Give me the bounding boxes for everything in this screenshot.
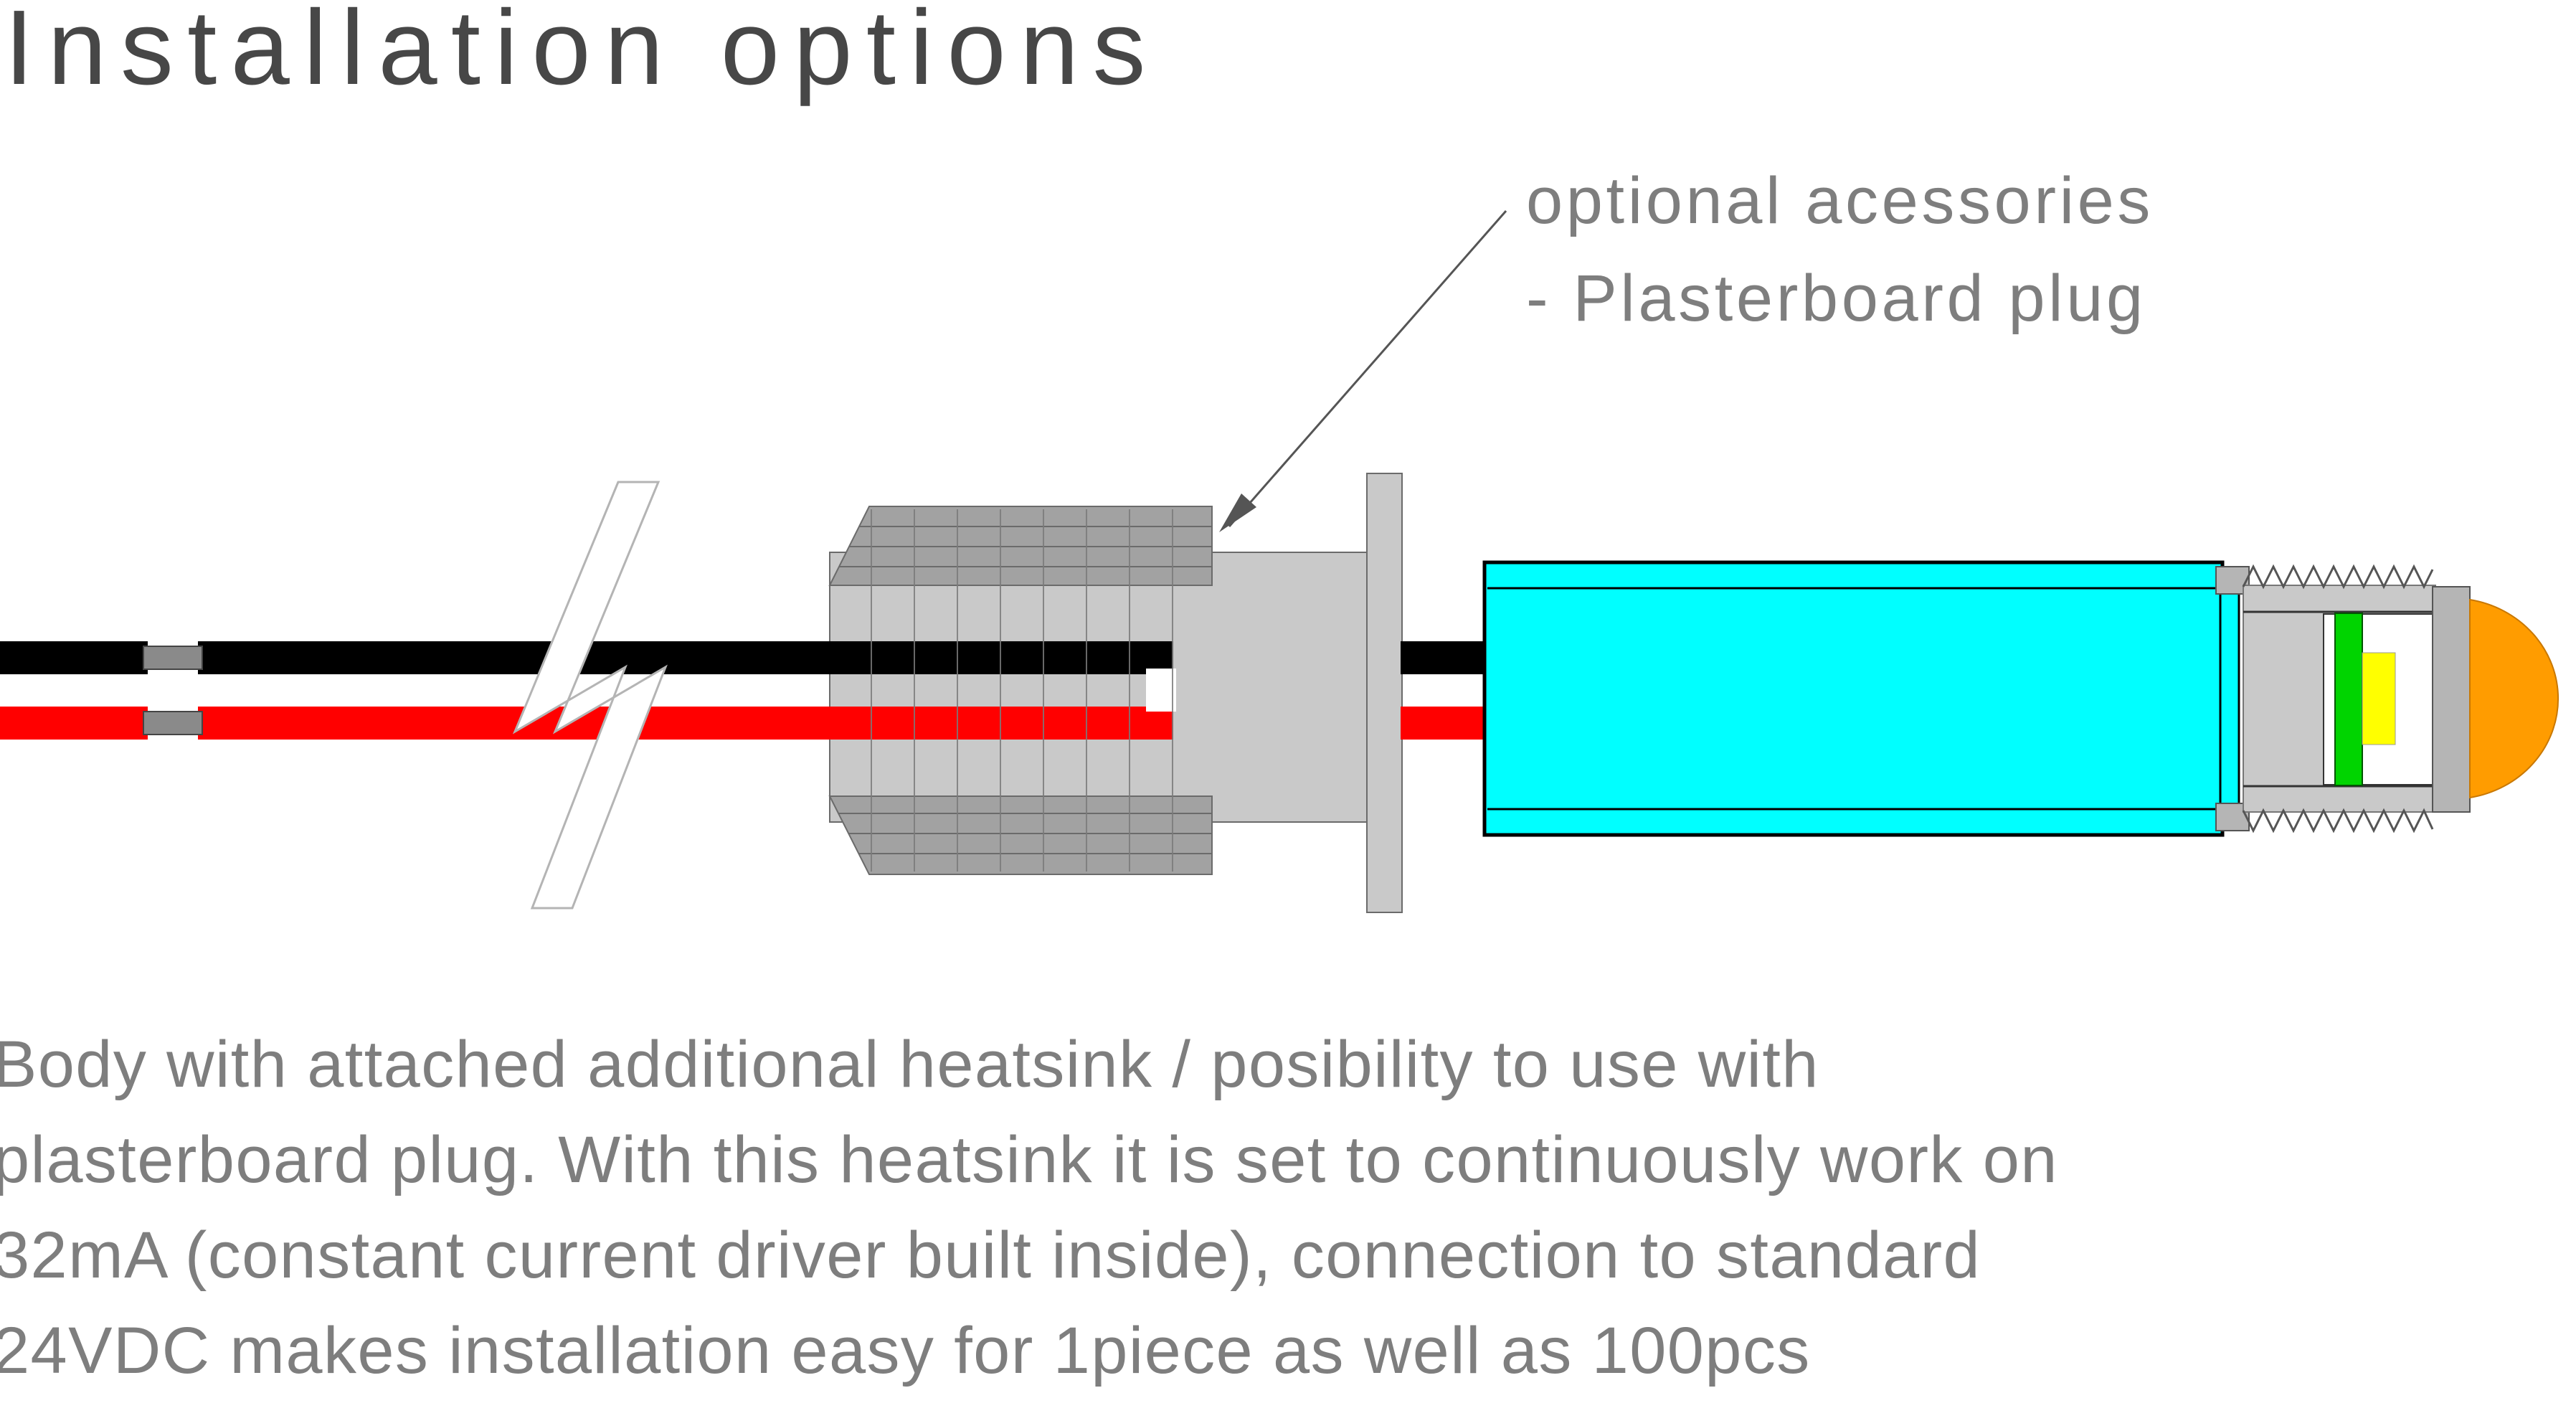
description-text: Body with attached additional heatsink /… [0,1017,2058,1399]
red-wire-crimp [143,711,203,735]
red-wire-segment [0,707,148,740]
black-wire-stub [1401,641,1488,674]
description-line: 32mA (constant current driver built insi… [0,1219,1981,1292]
annotation-optional-accessories: optional acessories - Plasterboard plug [1526,152,2154,347]
red-wire [198,707,1173,740]
annotation-line-1: optional acessories [1526,164,2154,237]
led-yellow-element [2362,652,2396,745]
plug-rib-lines [871,509,1173,872]
description-line: plasterboard plug. With this heatsink it… [0,1123,2058,1196]
supply-wires-left [0,641,1176,740]
lens-base-ring [2432,586,2471,813]
annotation-line-2: - Plasterboard plug [1526,262,2146,335]
heatsink-inner-lines [1487,587,2220,811]
lens-dome [2469,598,2559,799]
page-title: Installation options [4,0,1160,107]
description-line: 24VDC makes installation easy for 1piece… [0,1314,1811,1387]
plug-fin-bottom [828,795,1213,875]
black-wire-crimp [143,646,203,670]
supply-wires-right [1401,641,1488,740]
leader-line [1228,210,1507,527]
red-wire-stub [1401,707,1488,740]
heatsink-body [1482,560,2250,837]
annotation-leader [1219,210,1507,532]
heatsink-tube [1482,560,2225,837]
wire-break-symbol [512,481,668,910]
wire-end-notch [1146,669,1176,712]
threaded-front-section [2242,564,2436,834]
thread-profile-bottom [2242,808,2434,834]
heatsink-step [2219,585,2240,812]
plug-flange [1366,473,1403,913]
plug-neck [829,552,1368,823]
description-line: Body with attached additional heatsink /… [0,1028,1819,1101]
plug-fin-bottom-ridges [838,813,1212,854]
led-green-element [2334,613,2363,786]
black-wire [198,641,1173,674]
leader-arrowhead-icon [1219,494,1256,532]
plasterboard-plug [828,473,1403,913]
led-lens [2432,586,2559,813]
thread-profile-top [2242,564,2434,590]
plug-fin-top-ridges [839,526,1212,567]
black-wire-segment [0,641,148,674]
